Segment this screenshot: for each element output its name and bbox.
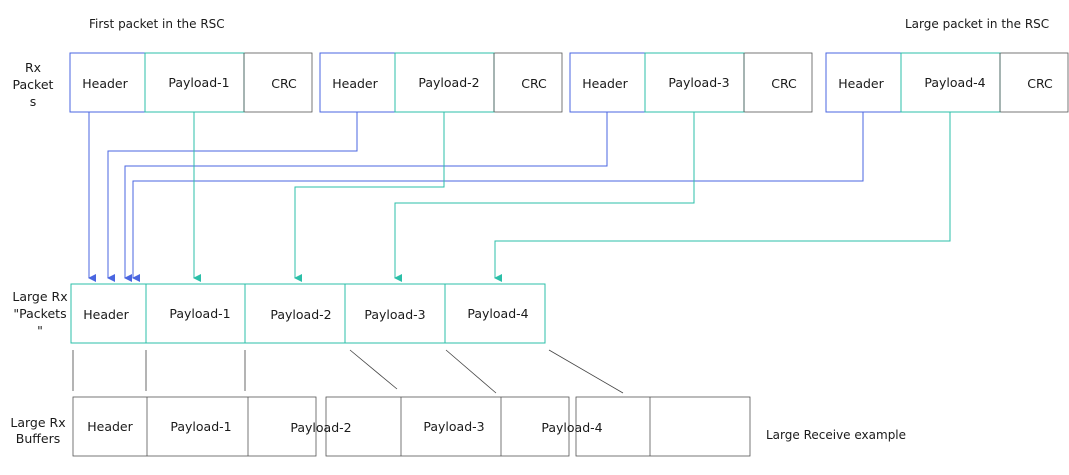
large-cell-label: Header <box>83 307 129 322</box>
large-cell-label: Payload-3 <box>364 307 425 322</box>
row-label-line: Large Rx <box>12 289 67 304</box>
payload-label: Payload-3 <box>668 75 729 90</box>
row-label-line: Rx <box>25 60 41 75</box>
payload-label: Payload-2 <box>418 75 479 90</box>
caption-first-packet: First packet in the RSC <box>89 17 225 31</box>
row-label-line: Buffers <box>16 431 60 446</box>
row-label-line: s <box>30 94 37 109</box>
row-label-line: Packet <box>13 77 54 92</box>
rx-packet-4: Header Payload-4 CRC <box>825 52 1069 113</box>
header-label: Header <box>582 76 628 91</box>
header-label: Header <box>838 76 884 91</box>
large-cell-label: Payload-4 <box>467 306 528 321</box>
row-label-line: "Packets <box>13 306 66 321</box>
header-cell <box>69 52 146 113</box>
large-packet-frame <box>70 283 546 344</box>
buffer-label-header: Header <box>87 419 133 434</box>
header-label: Header <box>82 76 128 91</box>
large-rx-packet: Header Payload-1 Payload-2 Payload-3 Pay… <box>70 283 546 344</box>
large-rx-buffers: Header Payload-1 Payload-2 Payload-3 Pay… <box>72 396 751 457</box>
buffer-label-payload-3: Payload-3 <box>423 419 484 434</box>
buffer-guides <box>72 349 624 394</box>
payload-cell <box>394 52 495 113</box>
caption-example: Large Receive example <box>766 428 906 442</box>
payload-label: Payload-1 <box>168 75 229 90</box>
row-label-large-rx-packets: Large Rx "Packets " <box>12 289 67 338</box>
row-label-rx-packets: Rx Packet s <box>13 60 54 109</box>
crc-label: CRC <box>521 76 547 91</box>
buffer-label-payload-1: Payload-1 <box>170 419 231 434</box>
payload-link-4 <box>494 112 951 282</box>
row-label-line: " <box>37 323 43 338</box>
rx-packet-1: Header Payload-1 CRC <box>69 52 313 113</box>
header-links <box>88 112 864 282</box>
header-link-2 <box>107 112 358 282</box>
header-link-4 <box>132 112 864 282</box>
rx-packet-2: Header Payload-2 CRC <box>319 52 563 113</box>
payload-link-2 <box>294 112 445 282</box>
payload-links <box>193 112 951 282</box>
payload-cell <box>900 52 1001 113</box>
large-cell-label: Payload-1 <box>169 306 230 321</box>
buffer-2 <box>325 396 570 457</box>
buffer-1 <box>72 396 317 457</box>
rx-packet-3: Header Payload-3 CRC <box>569 52 813 113</box>
row-label-line: Large Rx <box>10 415 65 430</box>
payload-cell <box>144 52 245 113</box>
payload-link-3 <box>394 112 695 282</box>
row-label-large-rx-buffers: Large Rx Buffers <box>10 415 65 446</box>
large-cell-label: Payload-2 <box>270 307 331 322</box>
crc-label: CRC <box>771 76 797 91</box>
payload-label: Payload-4 <box>924 75 985 90</box>
caption-large-packet: Large packet in the RSC <box>905 17 1049 31</box>
header-label: Header <box>332 76 378 91</box>
crc-label: CRC <box>271 76 297 91</box>
header-link-3 <box>124 112 608 282</box>
buffer-label-payload-4: Payload-4 <box>541 420 602 435</box>
buffer-3 <box>575 396 751 457</box>
buffer-label-payload-2: Payload-2 <box>290 420 351 435</box>
crc-label: CRC <box>1027 76 1053 91</box>
